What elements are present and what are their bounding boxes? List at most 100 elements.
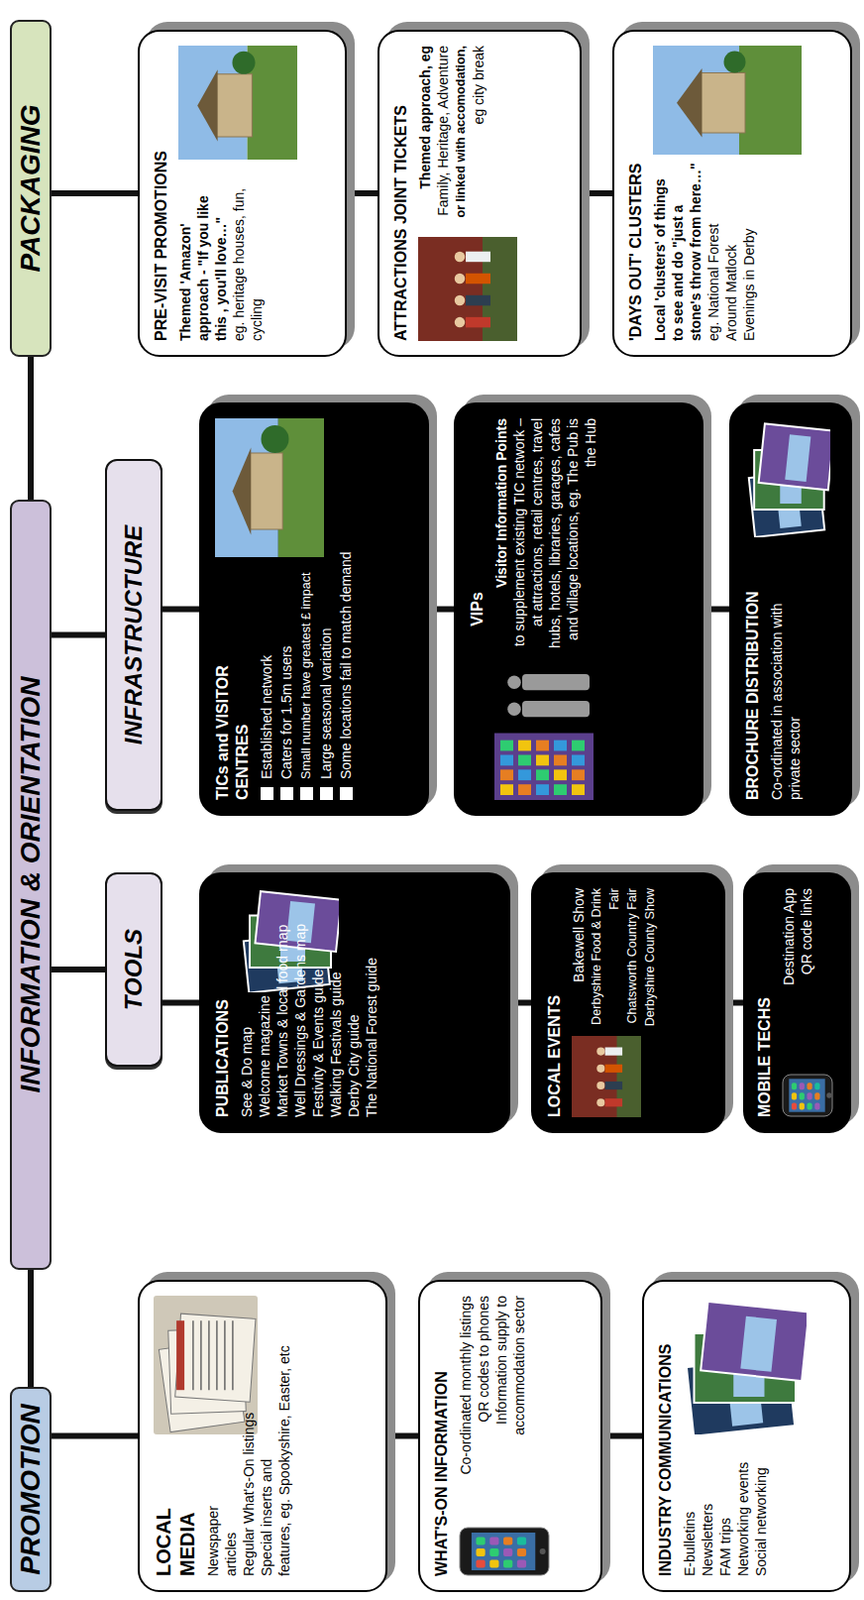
box-text: Information supply to accommodation sect… (492, 1295, 529, 1464)
section-header: PROMOTION (9, 1386, 52, 1592)
box-text: QR code links (797, 887, 816, 1117)
newspaper-line (192, 1319, 195, 1390)
box-text: Visitor Information Points (492, 418, 511, 800)
photo-illustration (178, 45, 298, 160)
newspaper-masthead (176, 1319, 185, 1390)
connector-line (510, 999, 532, 1006)
box-heading: VIPs (467, 418, 488, 800)
photo-illustration (652, 45, 802, 155)
section-header: INFORMATION & ORIENTATION (9, 499, 52, 1270)
checkbox-symbol (300, 786, 314, 800)
phone-icon (489, 1547, 499, 1556)
connector-line (27, 356, 34, 500)
newspaper-line (208, 1319, 211, 1390)
photo-person-head (596, 1080, 605, 1089)
phone-icon (799, 1081, 805, 1089)
poster-tile (571, 783, 585, 795)
checklist-text: Small number have greatest £ impact (297, 571, 316, 779)
phone-button (826, 1091, 832, 1097)
checkbox-square (280, 787, 293, 800)
photo-person-body (465, 273, 491, 285)
phone-icon (814, 1101, 820, 1109)
photo (418, 236, 518, 341)
poster-tile (571, 768, 585, 780)
photo-roof (676, 68, 703, 137)
connector-line (51, 190, 138, 197)
poster-tile (536, 783, 549, 795)
box-heading: MOBILE TECHS (755, 887, 775, 1117)
phone-button (540, 1547, 546, 1554)
photo (494, 665, 594, 800)
photo (652, 45, 802, 155)
poster-tile (553, 783, 567, 795)
phone-body (459, 1526, 549, 1575)
poster-tile (500, 740, 514, 752)
info-box: LOCAL MEDIANewspaper articlesRegular Wha… (137, 1279, 388, 1592)
box-text: Welcome magazine (255, 887, 274, 1117)
box-text: Special inserts and features, eg. Spooky… (257, 1295, 294, 1576)
section-title: INFORMATION & ORIENTATION (11, 676, 50, 1093)
box-heading: WHAT'S-ON INFORMATION (432, 1295, 452, 1576)
checklist-row: Small number have greatest £ impact (297, 564, 316, 800)
poster-tile (571, 755, 585, 766)
box-text: or linked with accomodation, (451, 45, 470, 341)
info-box: ATTRACTIONS JOINT TICKETSThemed approach… (377, 29, 582, 357)
phone-icon (503, 1547, 513, 1556)
poster-tile (518, 783, 532, 795)
box-text: FAM trips (716, 1295, 735, 1576)
photo (215, 418, 324, 557)
box-text: E-bulletins (680, 1295, 699, 1576)
box-heading: BROCHURE DISTRIBUTION (743, 418, 763, 800)
checkbox-square (339, 787, 352, 800)
checkbox-square (260, 787, 273, 800)
photo-tree (261, 425, 290, 453)
photo-illustration (682, 1295, 807, 1434)
phone-icon (791, 1081, 797, 1089)
poster-tile (518, 755, 532, 766)
info-box-dark: PUBLICATIONSSee & Do mapWelcome magazine… (199, 871, 511, 1133)
poster-tile (500, 783, 514, 795)
poster-tile (553, 755, 567, 766)
connector-line (725, 999, 744, 1006)
checkbox-square (320, 787, 332, 800)
connector-line (429, 606, 454, 613)
box-text: Derbyshire Food & Drink Fair (587, 887, 624, 1117)
checkbox-symbol (339, 786, 353, 800)
checklist-text: Some locations fail to match demand (336, 550, 355, 779)
phone-icon (814, 1081, 820, 1089)
photo-ground (571, 1035, 642, 1117)
info-box-dark: MOBILE TECHSDestination AppQR code links (743, 871, 852, 1133)
subsection-title: TOOLS (107, 928, 161, 1010)
info-box-dark: TICs and VISITOR CENTRESEstablished netw… (199, 402, 430, 816)
photo-illustration (745, 418, 831, 538)
photo-person-head (454, 273, 466, 285)
connector-line (51, 1432, 138, 1439)
silhouette-body (522, 673, 590, 690)
brochure-cover (700, 1300, 807, 1381)
photo-building (249, 452, 283, 530)
poster-tile (536, 755, 549, 766)
photo-illustration (494, 665, 594, 800)
subsection-title: INFRASTRUCTURE (107, 525, 161, 745)
box-text: Chatsworth Country Fair (623, 887, 642, 1117)
box-heading: ATTRACTIONS JOINT TICKETS (391, 45, 412, 341)
photo (682, 1295, 807, 1434)
box-text: Evenings in Derby (740, 45, 758, 341)
box-text: Around Matlock (722, 45, 741, 341)
phone-icon (475, 1547, 485, 1556)
connector-line (51, 632, 106, 639)
box-text: Local 'clusters' of things to see and do… (650, 162, 705, 341)
box-text: Newspaper articles (204, 1476, 240, 1576)
info-box-dark: VIPsVisitor Information Pointsto supplem… (453, 402, 704, 816)
poster-tile (553, 768, 567, 780)
box-text: eg. heritage houses, fun, cycling (229, 162, 266, 341)
checkbox-symbol (280, 786, 294, 800)
newspaper (175, 1312, 256, 1402)
photo-person-head (454, 251, 466, 263)
connector-line (27, 1269, 34, 1387)
photo (178, 45, 298, 160)
brochure-photo (740, 1315, 777, 1372)
box-text: Derbyshire County Show (641, 887, 659, 1117)
connector-line (581, 190, 613, 197)
connector-line (346, 190, 378, 197)
